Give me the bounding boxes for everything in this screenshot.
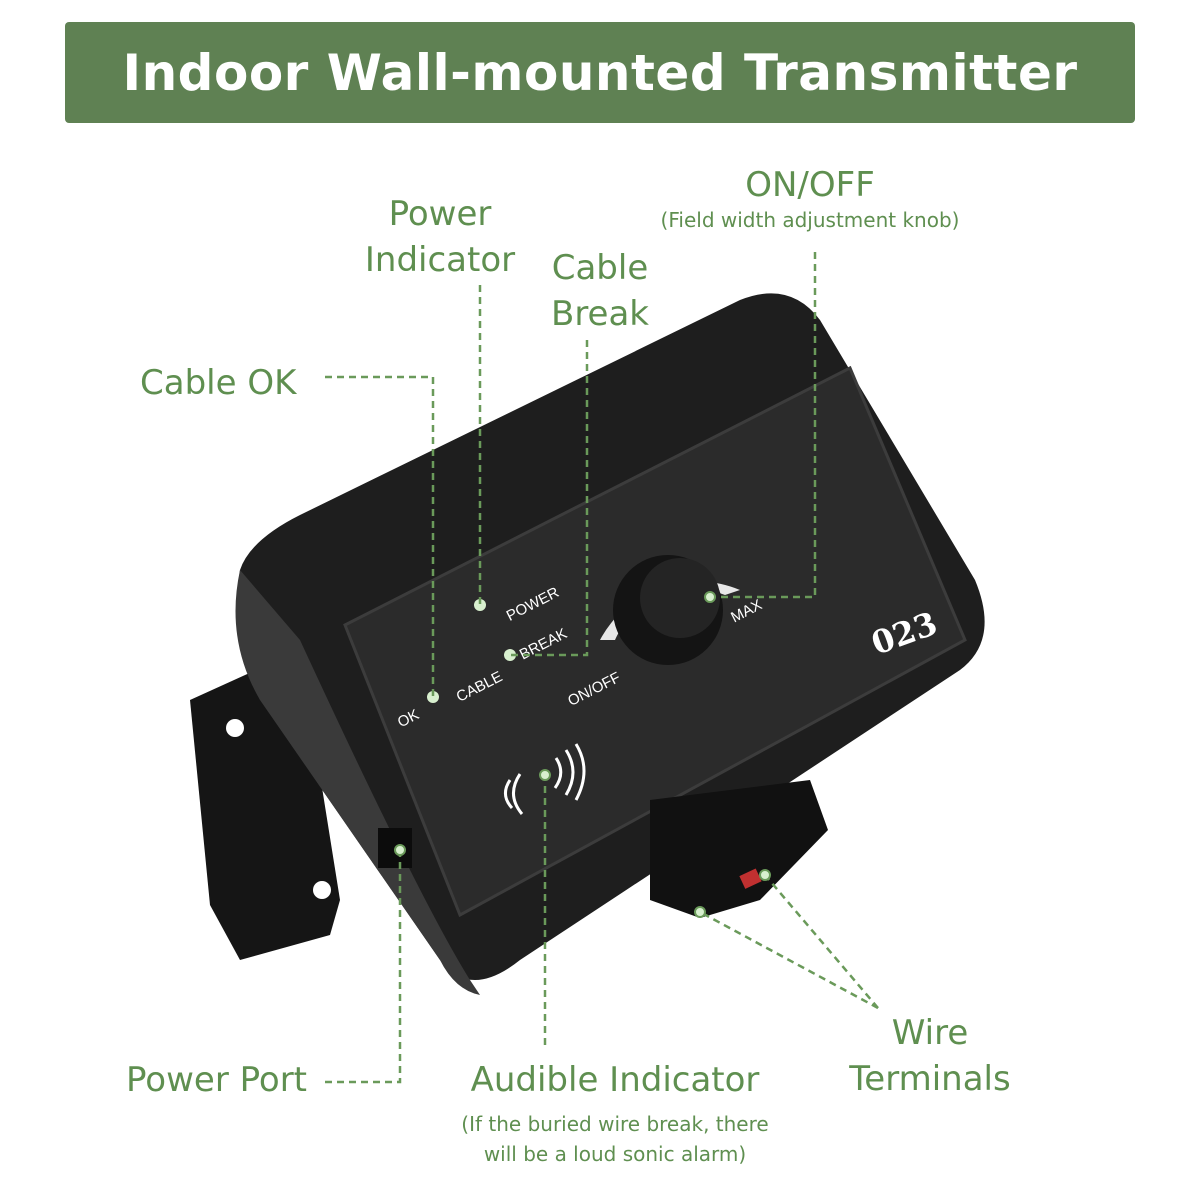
label-line: Cable (551, 248, 649, 288)
body-side (235, 570, 480, 995)
label-line: (If the buried wire break, there (461, 1112, 769, 1136)
led-ok (427, 691, 439, 703)
label-line: Power (388, 194, 492, 234)
callout-dot (694, 906, 706, 918)
led-power (474, 599, 486, 611)
label-audible-indicator: Audible Indicator (470, 1060, 760, 1100)
label-line: Indicator (364, 240, 516, 280)
callout-dot (704, 591, 716, 603)
label-line: Break (551, 294, 649, 334)
screw-hole (226, 719, 244, 737)
label-audible-note: (If the buried wire break, there will be… (415, 1109, 815, 1169)
label-on-off: ON/OFF (745, 165, 875, 205)
label-line: Wire (891, 1013, 969, 1053)
knob-top (640, 558, 720, 638)
title-banner: Indoor Wall-mounted Transmitter (65, 22, 1135, 123)
led-break (504, 649, 516, 661)
label-cable-break: Cable Break (520, 245, 680, 337)
sound-wave-icon (504, 743, 586, 815)
callout-dot (394, 844, 406, 856)
terminal-block (650, 780, 828, 918)
label-cable-ok: Cable OK (140, 363, 297, 403)
callout-lines (325, 252, 879, 1084)
page-title: Indoor Wall-mounted Transmitter (122, 43, 1078, 102)
label-line: will be a loud sonic alarm) (483, 1142, 747, 1166)
label-on-off-note: (Field width adjustment knob) (660, 208, 960, 232)
label-line: Terminals (849, 1059, 1011, 1099)
label-power-indicator: Power Indicator (340, 191, 540, 283)
screw-hole (313, 881, 331, 899)
label-power-port: Power Port (126, 1060, 308, 1100)
terminal-red (739, 868, 762, 889)
callout-dot (759, 869, 771, 881)
callout-dot (539, 769, 551, 781)
label-wire-terminals: Wire Terminals (830, 1010, 1030, 1102)
